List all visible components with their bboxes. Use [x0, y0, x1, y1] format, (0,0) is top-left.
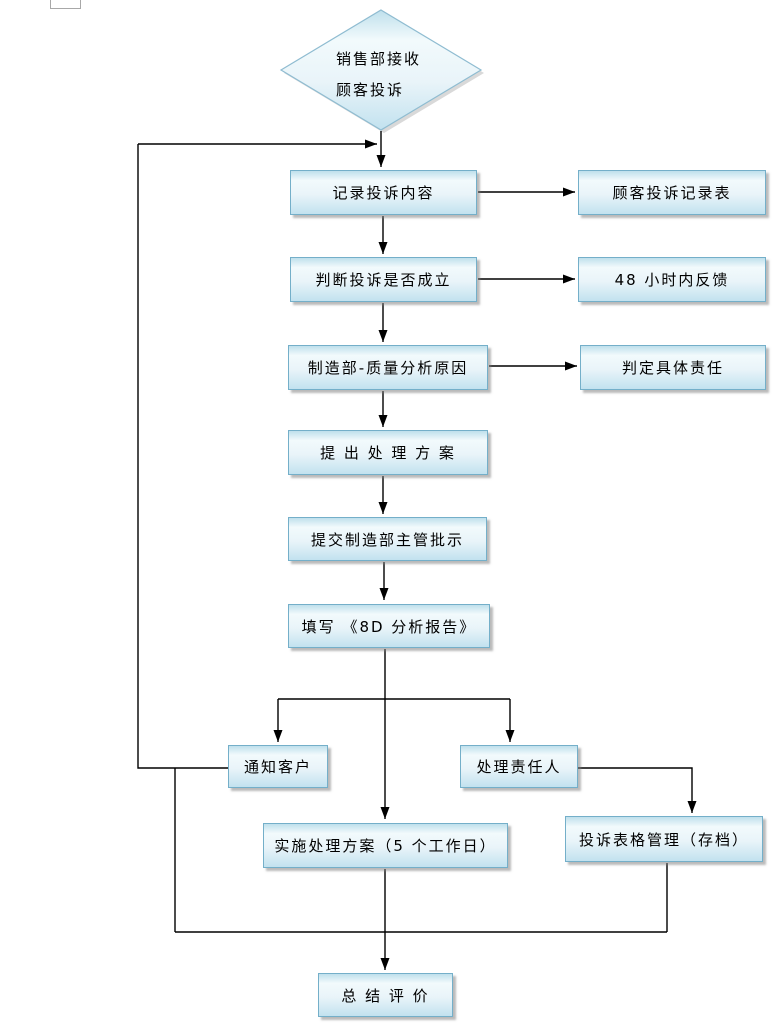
node-label: 填写 《8D 分析报告》	[301, 617, 477, 636]
node-start-decision: 销售部接收 顾客投诉	[336, 44, 421, 106]
node-label: 处理责任人	[476, 758, 562, 776]
node-submit-approval: 提交制造部主管批示	[288, 517, 487, 561]
node-label: 实施处理方案（5 个工作日）	[274, 837, 497, 855]
node-judge-validity: 判断投诉是否成立	[290, 257, 477, 302]
node-fill-8d-report: 填写 《8D 分析报告》	[288, 604, 490, 648]
node-label: 提 出 处 理 方 案	[320, 444, 456, 462]
node-label: 判断投诉是否成立	[315, 271, 452, 289]
clipped-shape-artifact	[50, 0, 81, 9]
node-label: 销售部接收	[336, 50, 422, 68]
node-complaint-record-form: 顾客投诉记录表	[578, 170, 766, 215]
node-summary-evaluation: 总 结 评 价	[318, 973, 453, 1017]
node-label: 顾客投诉	[336, 81, 405, 99]
node-determine-responsibility: 判定具体责任	[580, 345, 766, 390]
node-48h-feedback: 48 小时内反馈	[578, 257, 766, 302]
node-implement-solution: 实施处理方案（5 个工作日）	[263, 823, 508, 868]
node-form-archive: 投诉表格管理（存档）	[565, 816, 763, 862]
node-label: 记录投诉内容	[332, 184, 435, 202]
start-diamond-shape	[279, 9, 483, 131]
node-label: 48 小时内反馈	[614, 271, 730, 289]
node-label: 总 结 评 价	[341, 986, 430, 1005]
node-label: 判定具体责任	[621, 359, 724, 377]
node-handler: 处理责任人	[460, 745, 578, 788]
node-propose-solution: 提 出 处 理 方 案	[288, 430, 488, 475]
node-quality-analysis: 制造部-质量分析原因	[288, 345, 488, 390]
node-label: 顾客投诉记录表	[612, 184, 732, 202]
node-notify-customer: 通知客户	[228, 745, 328, 788]
node-record-complaint: 记录投诉内容	[290, 170, 477, 215]
node-label: 制造部-质量分析原因	[307, 359, 469, 377]
node-label: 提交制造部主管批示	[310, 530, 464, 549]
node-label: 投诉表格管理（存档）	[578, 830, 749, 849]
node-label: 通知客户	[243, 758, 312, 776]
